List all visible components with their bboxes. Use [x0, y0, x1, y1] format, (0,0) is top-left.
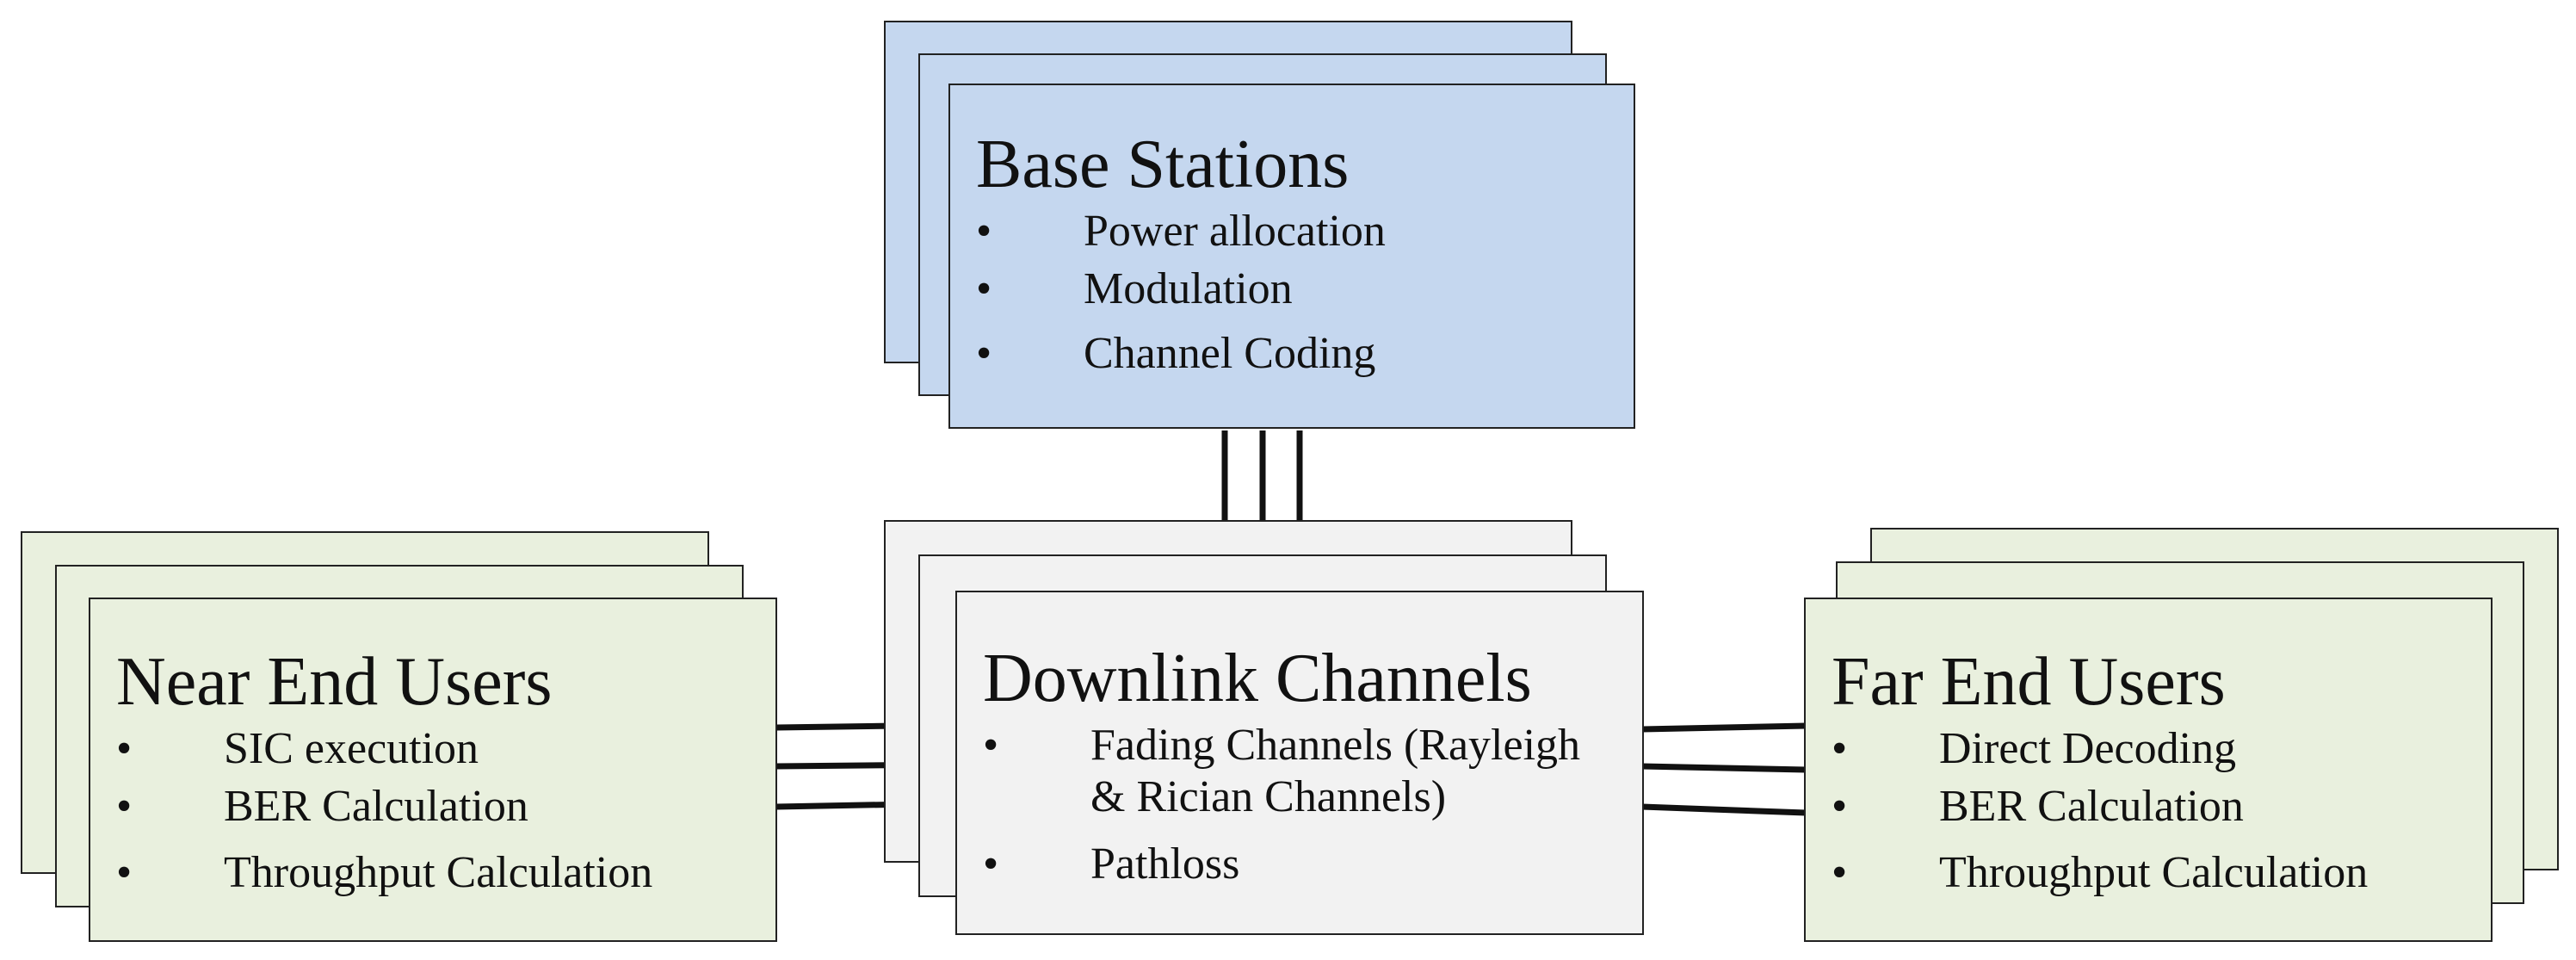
list-item: Throughput Calculation — [1832, 847, 2368, 898]
base-stations-list: Power allocation Modulation Channel Codi… — [976, 206, 1386, 379]
base-stations-title: Base Stations — [976, 127, 1350, 202]
far-end-users-list: Direct Decoding BER Calculation Throughp… — [1832, 723, 2368, 898]
list-item: Modulation — [976, 263, 1386, 328]
list-item: Direct Decoding — [1832, 723, 2368, 781]
dl-to-far-link-1 — [1641, 722, 1807, 733]
far-end-users-card: Far End Users Direct Decoding BER Calcul… — [1804, 598, 2493, 942]
dl-to-far-link-2 — [1641, 763, 1807, 773]
list-item: BER Calculation — [116, 781, 652, 847]
list-item: Fading Channels (Rayleigh & Rician Chann… — [983, 720, 1620, 839]
list-item: SIC execution — [116, 723, 652, 781]
downlink-channels-card: Downlink Channels Fading Channels (Rayle… — [955, 591, 1644, 935]
list-item: Power allocation — [976, 206, 1386, 263]
list-item: BER Calculation — [1832, 781, 2368, 847]
far-end-users-title: Far End Users — [1832, 644, 2226, 720]
list-item: Channel Coding — [976, 328, 1386, 379]
downlink-channels-title: Downlink Channels — [983, 641, 1532, 716]
dl-to-far-link-3 — [1641, 803, 1807, 816]
downlink-channels-list: Fading Channels (Rayleigh & Rician Chann… — [983, 720, 1620, 890]
list-item: Pathloss — [983, 839, 1620, 890]
base-stations-card: Base Stations Power allocation Modulatio… — [948, 84, 1635, 429]
near-end-users-list: SIC execution BER Calculation Throughput… — [116, 723, 652, 898]
near-end-users-title: Near End Users — [116, 644, 553, 720]
near-end-users-card: Near End Users SIC execution BER Calcula… — [89, 598, 777, 942]
list-item: Throughput Calculation — [116, 847, 652, 898]
